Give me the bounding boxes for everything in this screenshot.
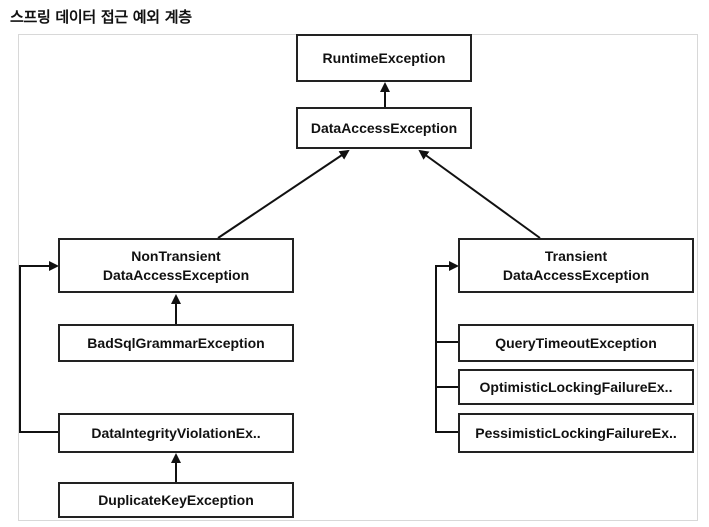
runtime-exception-label: RuntimeException [322, 49, 446, 66]
optimistic-locking-label: OptimisticLockingFailureEx.. [479, 378, 673, 395]
data-access-exception-box: DataAccessException [296, 107, 472, 149]
transient-exception-box: Transient DataAccessException [458, 238, 694, 293]
transient-label-1: Transient [544, 247, 608, 264]
non-transient-exception-box: NonTransient DataAccessException [58, 238, 294, 293]
transient-label-2: DataAccessException [502, 266, 650, 283]
non-transient-label-2: DataAccessException [102, 266, 250, 283]
query-timeout-box: QueryTimeoutException [458, 324, 694, 362]
optimistic-locking-box: OptimisticLockingFailureEx.. [458, 369, 694, 405]
arrow-dataintegrity-to-nontransient [19, 261, 60, 433]
data-integrity-violation-box: DataIntegrityViolationEx.. [58, 413, 294, 453]
bad-sql-grammar-label: BadSqlGrammarException [87, 334, 265, 351]
arrow-nontransient-to-dataaccess [217, 149, 350, 239]
data-integrity-violation-label: DataIntegrityViolationEx.. [91, 424, 261, 441]
runtime-exception-box: RuntimeException [296, 34, 472, 82]
pessimistic-locking-label: PessimisticLockingFailureEx.. [475, 424, 677, 441]
duplicate-key-box: DuplicateKeyException [58, 482, 294, 518]
query-timeout-label: QueryTimeoutException [495, 334, 657, 351]
page-title: 스프링 데이터 접근 예외 계층 [10, 8, 192, 26]
arrow-transient-subclasses [435, 261, 460, 433]
arrow-transient-to-dataaccess [418, 149, 541, 239]
pessimistic-locking-box: PessimisticLockingFailureEx.. [458, 413, 694, 453]
non-transient-label-1: NonTransient [131, 247, 221, 264]
bad-sql-grammar-box: BadSqlGrammarException [58, 324, 294, 362]
duplicate-key-label: DuplicateKeyException [98, 491, 254, 508]
data-access-exception-label: DataAccessException [310, 119, 458, 136]
